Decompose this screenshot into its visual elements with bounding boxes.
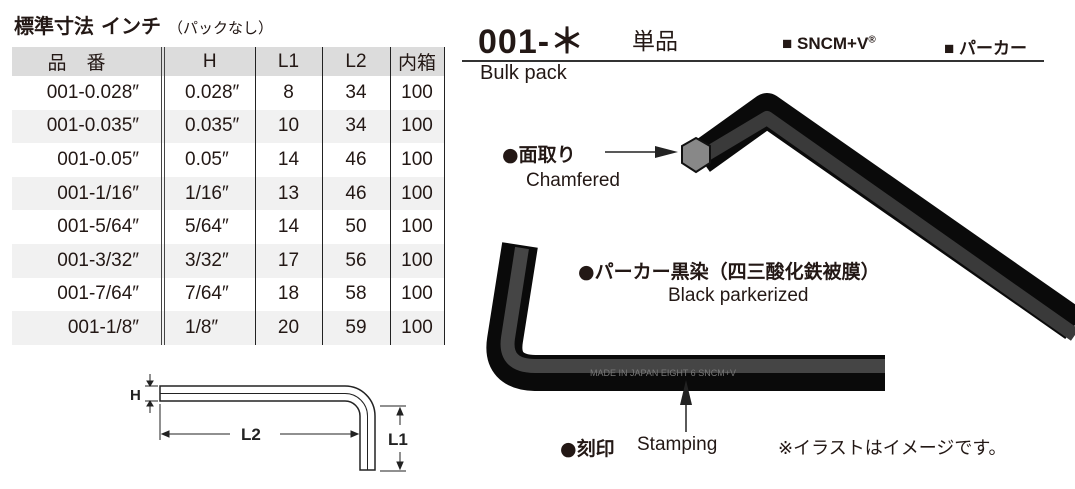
dim-l2-label: L2 xyxy=(241,425,261,444)
product-code: 001-＊ xyxy=(478,23,586,61)
table-cell: 59 xyxy=(321,311,390,345)
dimension-diagram: H L2 L1 xyxy=(130,374,408,472)
wrench-illustration: MADE IN JAPAN EIGHT 6 SNCM+V xyxy=(486,93,1075,432)
table-cell: 14 xyxy=(254,210,322,244)
dim-h-label: H xyxy=(130,387,141,404)
table-cell: 8 xyxy=(254,76,322,110)
finish-label-en: Black parkerized xyxy=(668,285,809,306)
table-cell: 34 xyxy=(321,109,390,144)
product-kind: 単品 xyxy=(632,29,678,55)
column-header: L2 xyxy=(321,47,390,76)
table-cell: 100 xyxy=(389,109,445,144)
table-cell: 001-0.035″ xyxy=(12,109,163,144)
table-cell: 50 xyxy=(321,210,390,244)
wrench-outline xyxy=(159,385,376,471)
header-rule xyxy=(462,60,1044,62)
column-header: H xyxy=(161,47,255,76)
table-cell: 34 xyxy=(321,76,390,110)
table-cell: 100 xyxy=(389,143,445,177)
finish-label-ja: ●パーカー黒染（四三酸化鉄被膜） xyxy=(578,261,880,283)
registered-mark: ® xyxy=(868,34,876,46)
table-cell: 1/16″ xyxy=(161,176,255,211)
stamp-label-ja: ●刻印 xyxy=(560,438,615,460)
table-cell: 58 xyxy=(321,277,390,312)
table-cell: 46 xyxy=(321,176,390,211)
stamping-text: MADE IN JAPAN EIGHT 6 SNCM+V xyxy=(590,368,736,378)
chamfer-label-ja: ●面取り xyxy=(502,144,576,166)
table-cell: 7/64″ xyxy=(161,277,255,312)
table-cell: 100 xyxy=(389,277,445,312)
table-cell: 20 xyxy=(254,311,322,345)
table-cell: 13 xyxy=(254,176,322,211)
spec-title-text: 標準寸法 インチ xyxy=(14,14,161,38)
table-cell: 001-3/32″ xyxy=(12,243,163,278)
spec-title-note: （パックなし） xyxy=(167,19,273,37)
table-cell: 5/64″ xyxy=(161,210,255,244)
table-cell: 0.028″ xyxy=(161,76,255,110)
spec-title: 標準寸法 インチ （パックなし） xyxy=(14,10,273,39)
chamfer-arrow xyxy=(655,146,678,158)
table-cell: 100 xyxy=(389,311,445,345)
table-cell: 0.035″ xyxy=(161,109,255,144)
chamfer-label-en: Chamfered xyxy=(526,170,620,191)
table-cell: 17 xyxy=(254,243,322,278)
table-cell: 100 xyxy=(389,76,445,110)
table-cell: 100 xyxy=(389,243,445,278)
table-cell: 001-0.05″ xyxy=(57,148,139,170)
table-cell: 10 xyxy=(254,109,322,144)
stamping-arrow xyxy=(680,380,692,405)
feature-material: ■ SNCM+V® xyxy=(782,34,876,54)
stamp-label-en: Stamping xyxy=(637,434,718,455)
column-header: 内箱 xyxy=(389,47,445,76)
table-cell: 46 xyxy=(321,143,390,177)
dim-l1-label: L1 xyxy=(388,430,408,449)
chamfered-end xyxy=(681,136,711,174)
pack-type: Bulk pack xyxy=(480,62,567,84)
table-cell: 001-1/16″ xyxy=(12,176,163,211)
table-cell: 001-0.028″ xyxy=(46,81,139,103)
table-cell: 0.05″ xyxy=(161,143,255,177)
table-cell: 100 xyxy=(389,210,445,244)
table-cell: 14 xyxy=(254,143,322,177)
table-cell: 18 xyxy=(254,277,322,312)
feature-finish: ■ パーカー xyxy=(944,39,1027,58)
table-cell: 001-1/8″ xyxy=(12,311,163,345)
column-header: 品番 xyxy=(12,47,163,76)
feature-material-text: ■ SNCM+V xyxy=(782,34,869,53)
table-cell: 56 xyxy=(321,243,390,278)
column-header: L1 xyxy=(254,47,322,76)
table-cell: 3/32″ xyxy=(161,243,255,278)
table-cell: 1/8″ xyxy=(161,311,255,345)
table-cell: 100 xyxy=(389,176,445,211)
table-cell: 001-5/64″ xyxy=(57,216,139,238)
illustration-note: ※イラストはイメージです。 xyxy=(778,438,1007,459)
table-cell: 001-7/64″ xyxy=(57,283,139,305)
